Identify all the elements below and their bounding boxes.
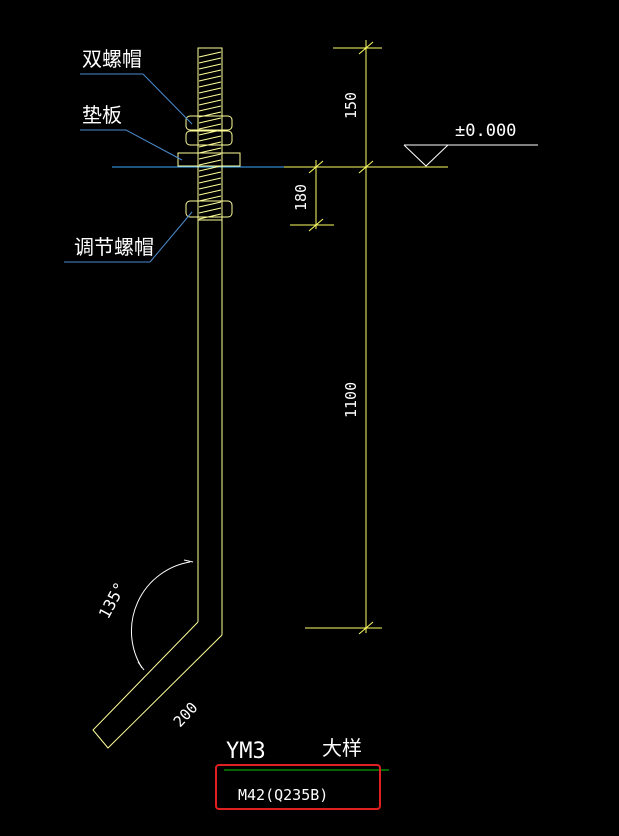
adjusting-nut <box>185 200 233 218</box>
label-washer: 垫板 <box>82 103 122 127</box>
bolt-shank <box>92 220 223 749</box>
caption-code: YM3 <box>226 739 266 764</box>
dimension-1100: 1100 <box>342 382 360 418</box>
dimension-180: 180 <box>292 184 310 211</box>
leader-adjusting-nut <box>64 211 193 263</box>
main-dimension <box>305 40 382 635</box>
bolt-thread <box>197 47 223 221</box>
spec-highlight-box <box>215 764 381 810</box>
label-double-nut: 双螺帽 <box>82 47 142 71</box>
hook-length-label: 200 <box>170 699 202 731</box>
caption-title: 大样 <box>322 736 362 760</box>
elevation-symbol <box>403 144 538 167</box>
angle-arrow-bottom <box>137 661 145 671</box>
leader-double-nut <box>80 73 193 125</box>
small-dimension <box>290 160 334 232</box>
double-nut <box>185 115 233 146</box>
angle-arc <box>130 561 191 669</box>
label-adjusting-nut: 调节螺帽 <box>74 235 154 259</box>
caption-spec: M42(Q235B) <box>238 786 328 804</box>
leader-washer <box>80 129 183 161</box>
elevation-label: ±0.000 <box>455 121 516 141</box>
angle-arrow-top <box>183 559 194 563</box>
angle-label: 135° <box>95 579 130 622</box>
dimension-150: 150 <box>342 92 360 119</box>
washer-plate <box>177 152 241 167</box>
